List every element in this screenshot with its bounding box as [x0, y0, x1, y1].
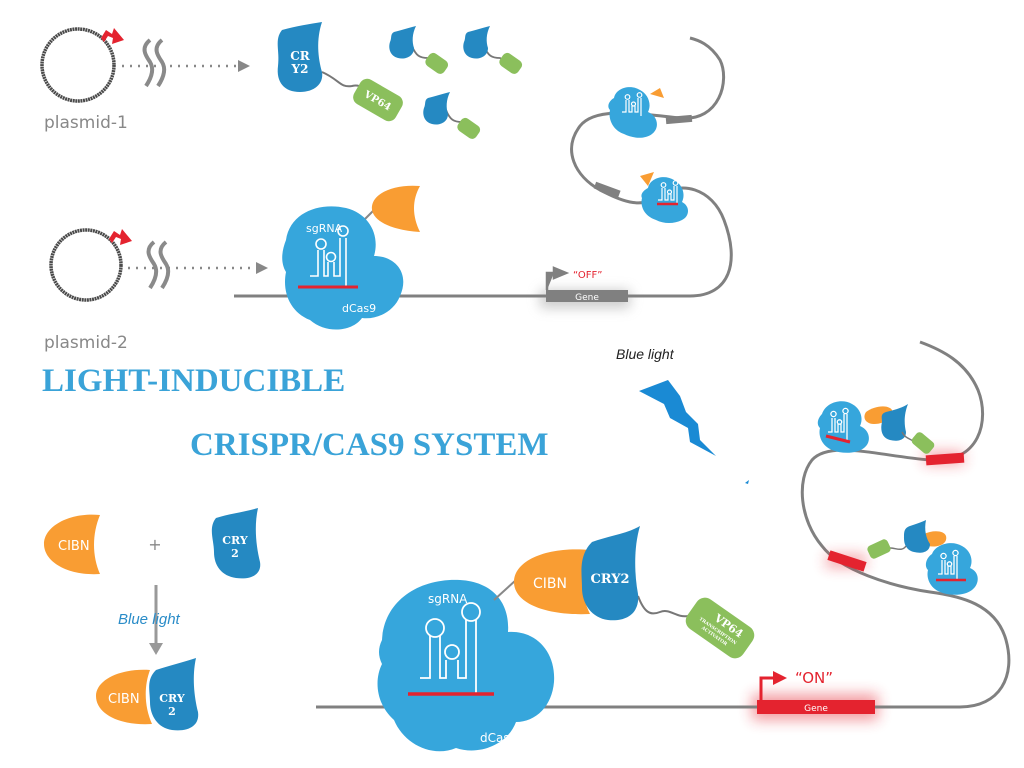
small-dcas9-loop-2	[640, 172, 688, 223]
plasmid-1-group: plasmid-1	[40, 27, 250, 133]
cry2-vp64-group: CR Y2 VP64	[277, 22, 403, 122]
gene-label-off: Gene	[575, 293, 599, 303]
complex-cry-line1: CRY	[159, 692, 185, 705]
plasmid-2-label: plasmid-2	[44, 333, 128, 353]
cibn-protein-top	[371, 185, 420, 232]
lightning-tip-icon	[745, 480, 749, 484]
gene-state-off: “OFF”	[573, 270, 602, 281]
arrow-head-icon	[256, 262, 268, 274]
cry2-protein-legend	[211, 508, 261, 579]
plasmid-1-label: plasmid-1	[44, 113, 128, 133]
bottom-dna-group: Gene “ON”	[316, 340, 1011, 720]
cry2-protein-complex	[149, 658, 199, 731]
small-active-complex-2	[867, 520, 978, 595]
plus-sign: +	[148, 535, 161, 554]
cibn-label-bottom: CIBN	[533, 576, 567, 592]
dcas9-complex-top: sgRNA dCas9	[282, 185, 420, 330]
cry2-label-bottom: CRY2	[590, 572, 629, 587]
legend-blue-light-label: Blue light	[118, 611, 181, 628]
blue-light-label: Blue light	[616, 346, 675, 362]
linker-line	[637, 595, 689, 618]
gene-block-off	[546, 290, 628, 302]
mrna-icon	[146, 240, 171, 290]
cry2-legend-line1: CRY	[222, 534, 248, 547]
complex-cry-line2: 2	[168, 705, 176, 718]
cry2-protein	[277, 22, 323, 92]
active-gene-loop-2	[826, 550, 867, 572]
legend-arrow-head-icon	[149, 643, 163, 655]
cry2-protein-bottom	[581, 526, 640, 621]
cibn-protein-legend	[44, 514, 100, 575]
gene-block-loop-off-2	[593, 181, 621, 198]
dna-strand-bottom	[316, 340, 1011, 709]
promoter-arrow-icon	[109, 229, 132, 245]
promoter-arrow-on-icon	[759, 676, 774, 700]
cibn-protein-complex	[96, 669, 152, 725]
promoter-arrow-off-icon	[545, 266, 570, 290]
gene-block-on	[757, 700, 875, 714]
title-line-2: CRISPR/CAS9 SYSTEM	[190, 427, 549, 463]
vp64-protein-bottom	[685, 597, 755, 659]
sgrna-label-top: sgRNA	[306, 222, 343, 235]
dcas9-label-top: dCas9	[342, 302, 376, 315]
small-cry2-vp64-3	[423, 92, 481, 139]
active-gene-loop-1	[924, 452, 965, 466]
cry2-label-line1: CR	[290, 49, 311, 63]
cry2-legend-line2: 2	[231, 547, 239, 560]
title-line-1: LIGHT-INDUCIBLE	[42, 363, 345, 399]
linker-line	[493, 579, 517, 601]
plasmid-2-circle	[49, 228, 123, 302]
sgrna-label-bottom: sgRNA	[428, 592, 468, 606]
cry2-label-line2: Y2	[291, 62, 309, 76]
plasmid-2-group: plasmid-2	[44, 228, 268, 353]
lightning-bolt-icon	[639, 380, 716, 456]
plasmid-1-circle	[40, 27, 116, 103]
dna-strand-top	[234, 36, 733, 298]
dcas9-protein-top	[282, 206, 404, 330]
sgrna-hairpin-icon	[420, 602, 481, 694]
gene-label-on: Gene	[804, 704, 828, 714]
sgrna-hairpin-icon	[310, 225, 349, 286]
small-cry2-vp64-1	[389, 26, 449, 74]
promoter-arrow-on-head-icon	[773, 671, 787, 685]
promoter-arrow-icon	[101, 28, 124, 44]
arrow-head-icon	[238, 60, 250, 72]
legend-group: CIBN + CRY 2 Blue light CIBN CRY 2	[44, 508, 261, 731]
vp64-protein	[353, 78, 403, 122]
dcas9-complex-bottom: sgRNA dCas9 CIBN CRY2 VP64 TRANSCRIPTION…	[377, 526, 755, 752]
small-dcas9-loop-1	[608, 87, 664, 138]
mrna-icon	[142, 38, 167, 88]
gene-block-loop-off-1	[665, 114, 693, 125]
gene-state-on: “ON”	[795, 669, 833, 687]
top-dna-group: Gene “OFF”	[234, 36, 733, 308]
cibn-legend-label: CIBN	[58, 539, 90, 554]
small-cry2-vp64-2	[463, 26, 523, 74]
small-active-complex-1	[817, 401, 935, 454]
cibn-protein-bottom	[514, 549, 590, 615]
dcas9-label-bottom: dCas9	[480, 731, 517, 745]
complex-cibn-label: CIBN	[108, 692, 140, 707]
